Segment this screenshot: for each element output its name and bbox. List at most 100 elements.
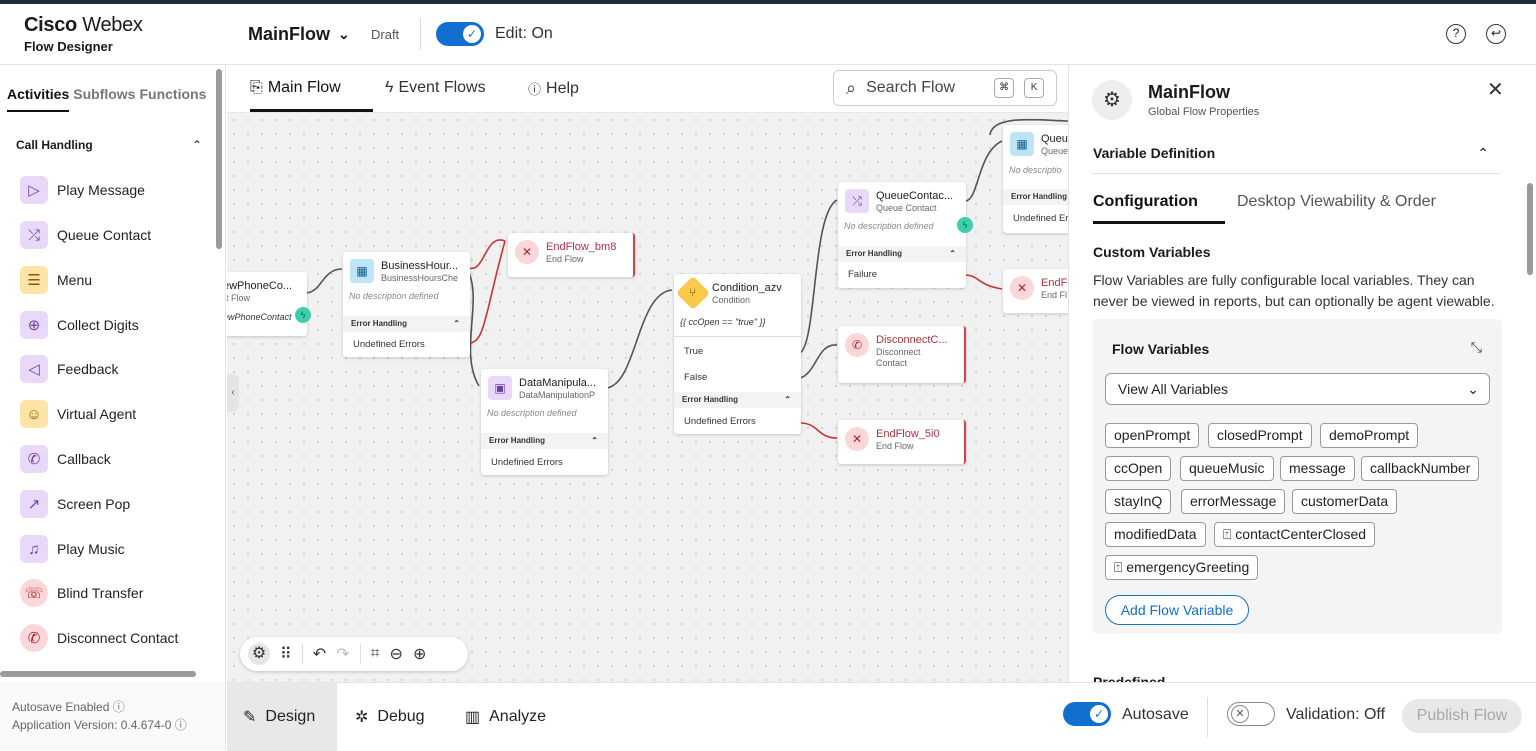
- variable-chip-agent-viewable[interactable]: ⍐ emergencyGreeting: [1105, 555, 1259, 580]
- variable-chip[interactable]: modifiedData: [1105, 522, 1206, 547]
- search-flow-input[interactable]: ⌕ Search Flow ⌘ K: [833, 70, 1057, 106]
- active-tab-indicator: [250, 109, 373, 112]
- variable-chip[interactable]: message: [1280, 456, 1355, 481]
- close-icon[interactable]: ✕: [1487, 79, 1504, 101]
- collect-digits-icon: ⊕: [20, 311, 48, 339]
- validation-toggle[interactable]: ✕: [1227, 702, 1275, 726]
- flow-name-dropdown[interactable]: MainFlow ⌄: [248, 24, 350, 45]
- variable-chip[interactable]: errorMessage: [1181, 489, 1286, 514]
- node-queue-contact[interactable]: ⤮ QueueContac... Queue Contact No descri…: [838, 182, 966, 288]
- node-disconnect-contact[interactable]: ✆ DisconnectC... Disconnect Contact: [838, 326, 966, 383]
- gear-icon[interactable]: ⚙: [248, 643, 270, 665]
- node-description: No description defined: [487, 408, 577, 418]
- error-handling-header[interactable]: Error Handling⌃: [674, 392, 801, 408]
- tab-activities[interactable]: Activities: [7, 86, 70, 112]
- shuffle-icon: ⤮: [845, 189, 869, 213]
- variable-chip[interactable]: closedPrompt: [1208, 423, 1312, 448]
- export-icon: ⍐: [1223, 526, 1236, 542]
- activity-virtual-agent[interactable]: ☺Virtual Agent: [20, 399, 136, 429]
- node-endflow-3[interactable]: ✕ EndFl End Fl: [1003, 269, 1068, 313]
- activity-disconnect-contact[interactable]: ✆Disconnect Contact: [20, 623, 178, 653]
- activity-play-message[interactable]: ▷Play Message: [20, 175, 145, 205]
- vertical-scrollbar[interactable]: [216, 69, 222, 249]
- node-endflow-bm8[interactable]: ✕ EndFlow_bm8 End Flow: [508, 233, 635, 277]
- zoom-in-icon[interactable]: ⊕: [412, 646, 427, 663]
- tab-subflows[interactable]: Subflows: [73, 86, 136, 102]
- left-footer: Autosave Enabled ⓘ Application Version: …: [0, 682, 226, 750]
- node-condition[interactable]: ⑂ Condition_azv Condition {{ ccOpen == "…: [674, 274, 801, 434]
- mode-design[interactable]: ✎Design: [227, 683, 337, 751]
- tab-functions[interactable]: Functions: [139, 86, 207, 102]
- blind-transfer-icon: ☏: [20, 579, 48, 607]
- help-icon[interactable]: ?: [1446, 24, 1466, 44]
- tab-main-flow[interactable]: ⎘Main Flow: [250, 79, 341, 97]
- collapse-panel-button[interactable]: ‹: [227, 374, 239, 412]
- node-queue[interactable]: ▦ Queue Queue No descriptio Error Handli…: [1003, 125, 1068, 233]
- undo-icon[interactable]: ↶: [312, 646, 327, 663]
- tab-label: Help: [546, 79, 579, 97]
- variable-definition-header[interactable]: Variable Definition ⌃: [1093, 145, 1499, 174]
- variable-chip-agent-viewable[interactable]: ⍐ contactCenterClosed: [1214, 522, 1376, 547]
- activity-label: Virtual Agent: [57, 406, 137, 422]
- validation-label: Validation: Off: [1286, 706, 1386, 723]
- variable-chip[interactable]: ccOpen: [1105, 456, 1172, 481]
- bar-chart-icon: ▥: [465, 709, 481, 726]
- node-business-hours[interactable]: ▦ BusinessHour... BusinessHoursChe No de…: [343, 252, 470, 357]
- error-handling-header[interactable]: Error Handling: [1003, 189, 1068, 205]
- error-handling-header[interactable]: Error Handling⌃: [343, 316, 470, 332]
- redo-icon[interactable]: ↷: [336, 646, 350, 663]
- activity-collect-digits[interactable]: ⊕Collect Digits: [20, 310, 139, 340]
- section-call-handling[interactable]: Call Handling ⌃: [16, 138, 206, 152]
- sign-out-icon[interactable]: ↩: [1486, 24, 1506, 44]
- variable-chip[interactable]: stayInQ: [1105, 489, 1172, 514]
- grid-dots-icon[interactable]: ⠿: [280, 646, 292, 663]
- activity-blind-transfer[interactable]: ☏Blind Transfer: [20, 578, 143, 608]
- mode-debug[interactable]: ✲Debug: [339, 683, 441, 751]
- zoom-out-icon[interactable]: ⊖: [389, 646, 403, 663]
- autosave-toggle[interactable]: ✓: [1063, 702, 1111, 726]
- variables-filter-select[interactable]: View All Variables ⌄: [1105, 373, 1490, 405]
- collapse-icon[interactable]: ⤡: [1470, 339, 1482, 355]
- horizontal-scrollbar[interactable]: [0, 671, 196, 677]
- condition-expression: {{ ccOpen == "true" }}: [680, 317, 766, 327]
- divider: [420, 18, 421, 50]
- chevron-up-icon: ⌃: [949, 249, 956, 258]
- mode-analyze[interactable]: ▥Analyze: [449, 683, 562, 751]
- variable-chip[interactable]: callbackNumber: [1361, 456, 1480, 481]
- chip-label: emergencyGreeting: [1126, 559, 1250, 575]
- node-title: DataManipula...: [519, 377, 597, 389]
- node-endflow-5i0[interactable]: ✕ EndFlow_5i0 End Flow: [838, 420, 966, 464]
- variable-chip[interactable]: demoPrompt: [1320, 423, 1419, 448]
- activity-feedback[interactable]: ◁Feedback: [20, 354, 118, 384]
- activity-play-music[interactable]: ♫Play Music: [20, 534, 125, 564]
- publish-flow-button[interactable]: Publish Flow: [1402, 699, 1522, 733]
- edit-toggle[interactable]: ✓: [436, 22, 484, 46]
- activity-queue-contact[interactable]: ⤮Queue Contact: [20, 220, 151, 250]
- tab-desktop-viewability[interactable]: Desktop Viewability & Order: [1237, 193, 1436, 210]
- activity-callback[interactable]: ✆Callback: [20, 444, 111, 474]
- variable-chip[interactable]: openPrompt: [1105, 423, 1200, 448]
- draft-badge: Draft: [371, 27, 400, 42]
- variable-chip[interactable]: queueMusic: [1180, 456, 1274, 481]
- error-handling-header[interactable]: Error Handling⌃: [481, 433, 608, 449]
- activity-menu[interactable]: ☰Menu: [20, 265, 92, 295]
- check-icon: ✓: [463, 25, 481, 43]
- fit-view-icon[interactable]: ⌗: [370, 645, 380, 662]
- activities-panel: Activities Subflows Functions Call Handl…: [0, 65, 226, 682]
- error-handling-header[interactable]: Error Handling⌃: [838, 246, 966, 262]
- add-flow-variable-button[interactable]: Add Flow Variable: [1105, 595, 1249, 625]
- app-version: Application Version: 0.4.674-0 ⓘ: [12, 718, 187, 732]
- variable-chip[interactable]: customerData: [1292, 489, 1398, 514]
- node-subtitle: Disconnect: [876, 347, 921, 357]
- activity-screen-pop[interactable]: ↗Screen Pop: [20, 489, 130, 519]
- connectors: [304, 118, 1068, 439]
- vertical-scrollbar[interactable]: [1527, 183, 1533, 275]
- shuffle-icon: ⤮: [20, 221, 48, 249]
- chevron-up-icon: ⌃: [784, 395, 791, 404]
- node-data-manipulation[interactable]: ▣ DataManipula... DataManipulationP No d…: [481, 369, 608, 475]
- flow-canvas[interactable]: ewPhoneCo... rt Flow ewPhoneContact ϟ ▦ …: [227, 113, 1068, 682]
- node-start-flow[interactable]: ewPhoneCo... rt Flow ewPhoneContact: [227, 272, 307, 336]
- tab-configuration[interactable]: Configuration: [1093, 193, 1198, 210]
